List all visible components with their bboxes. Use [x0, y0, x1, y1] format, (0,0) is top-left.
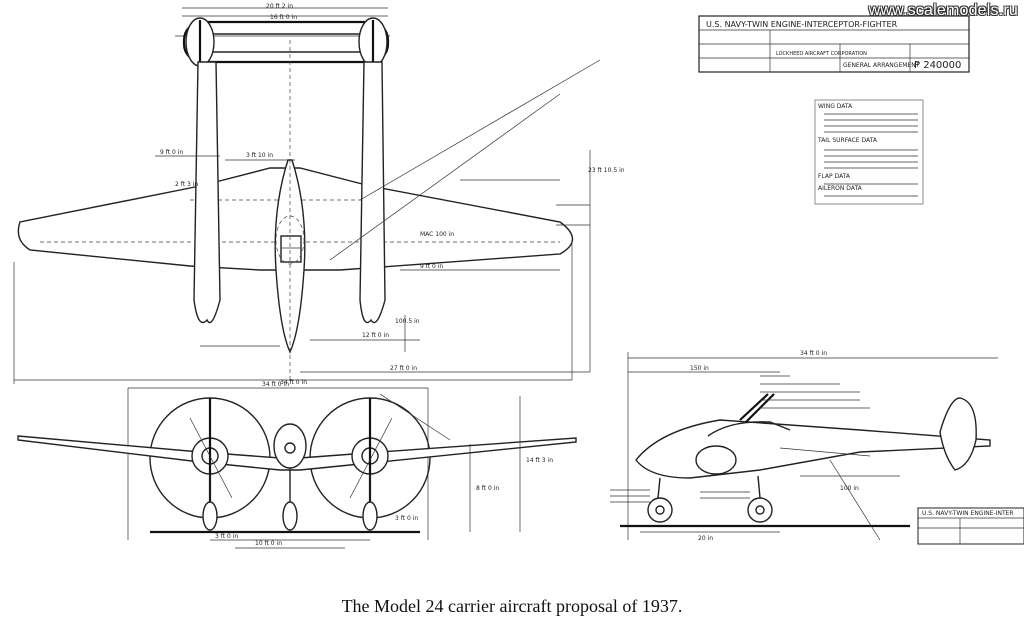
dim-station: 9 ft 0 in: [160, 149, 183, 156]
aileron-data-heading: AILERON DATA: [818, 185, 863, 192]
dim-length-side: 34 ft 0 in: [800, 350, 827, 357]
side-title-block: U.S. NAVY-TWIN ENGINE-INTER: [917, 507, 1024, 545]
watermark: www.scalemodels.ru: [868, 2, 1018, 19]
front-view: 34 ft 0 in 10 ft 0 in 3 ft 0 in 14 ft 3 …: [17, 381, 577, 549]
dim-nose-side: 150 in: [690, 365, 709, 372]
dim-tail-span: 16 ft 0 in: [270, 14, 297, 21]
title-block-company: LOCKHEED AIRCRAFT CORPORATION: [776, 51, 867, 57]
wing-data-heading: WING DATA: [818, 103, 853, 110]
title-block: U.S. NAVY-TWIN ENGINE-INTERCEPTOR-FIGHTE…: [698, 15, 970, 73]
flap-data-heading: FLAP DATA: [818, 173, 851, 180]
dim-root-chord: 3 ft 10 in: [246, 152, 273, 159]
dim-height-front: 14 ft 3 in: [526, 457, 553, 464]
data-table: WING DATA TAIL SURFACE DATA FLAP DATA AI…: [814, 99, 924, 205]
dim-span-front: 34 ft 0 in: [262, 381, 289, 388]
dim-span-plan: 34 ft 0 in: [280, 379, 307, 386]
title-block-heading: U.S. NAVY-TWIN ENGINE-INTERCEPTOR-FIGHTE…: [706, 20, 898, 29]
plan-view: 20 ft 2 in 16 ft 0 in 9 ft 0 in 3 ft 10 …: [13, 3, 625, 386]
title-block-drawing-no: P 240000: [914, 60, 961, 71]
dim-nose: 12 ft 0 in: [362, 332, 389, 339]
dim-length: 27 ft 0 in: [390, 365, 417, 372]
dim-tip: 2 ft 3 in: [175, 181, 198, 188]
dim-ground: 100 in: [840, 485, 859, 492]
side-view: 34 ft 0 in 150 in 20 in 100 in: [620, 350, 998, 542]
dim-prop: 3 ft 0 in: [215, 533, 238, 540]
side-title-heading: U.S. NAVY-TWIN ENGINE-INTER: [922, 510, 1014, 517]
dim-station-2: 9 ft 0 in: [420, 263, 443, 270]
dim-height: 23 ft 10.5 in: [588, 167, 625, 174]
dim-track: 10 ft 0 in: [255, 540, 282, 547]
dim-sta: 100.5 in: [395, 318, 420, 325]
caption: The Model 24 carrier aircraft proposal o…: [341, 596, 683, 616]
dim-mac: MAC 100 in: [420, 231, 454, 238]
dim-gear-2: 3 ft 0 in: [395, 515, 418, 522]
dim-wheel: 20 in: [698, 535, 713, 542]
title-block-sheet-title: GENERAL ARRANGEMENT: [843, 62, 920, 69]
tail-data-heading: TAIL SURFACE DATA: [817, 137, 878, 144]
dim-gear: 8 ft 0 in: [476, 485, 499, 492]
notes: [610, 489, 750, 503]
dim-nacelle-spacing: 20 ft 2 in: [266, 3, 293, 10]
